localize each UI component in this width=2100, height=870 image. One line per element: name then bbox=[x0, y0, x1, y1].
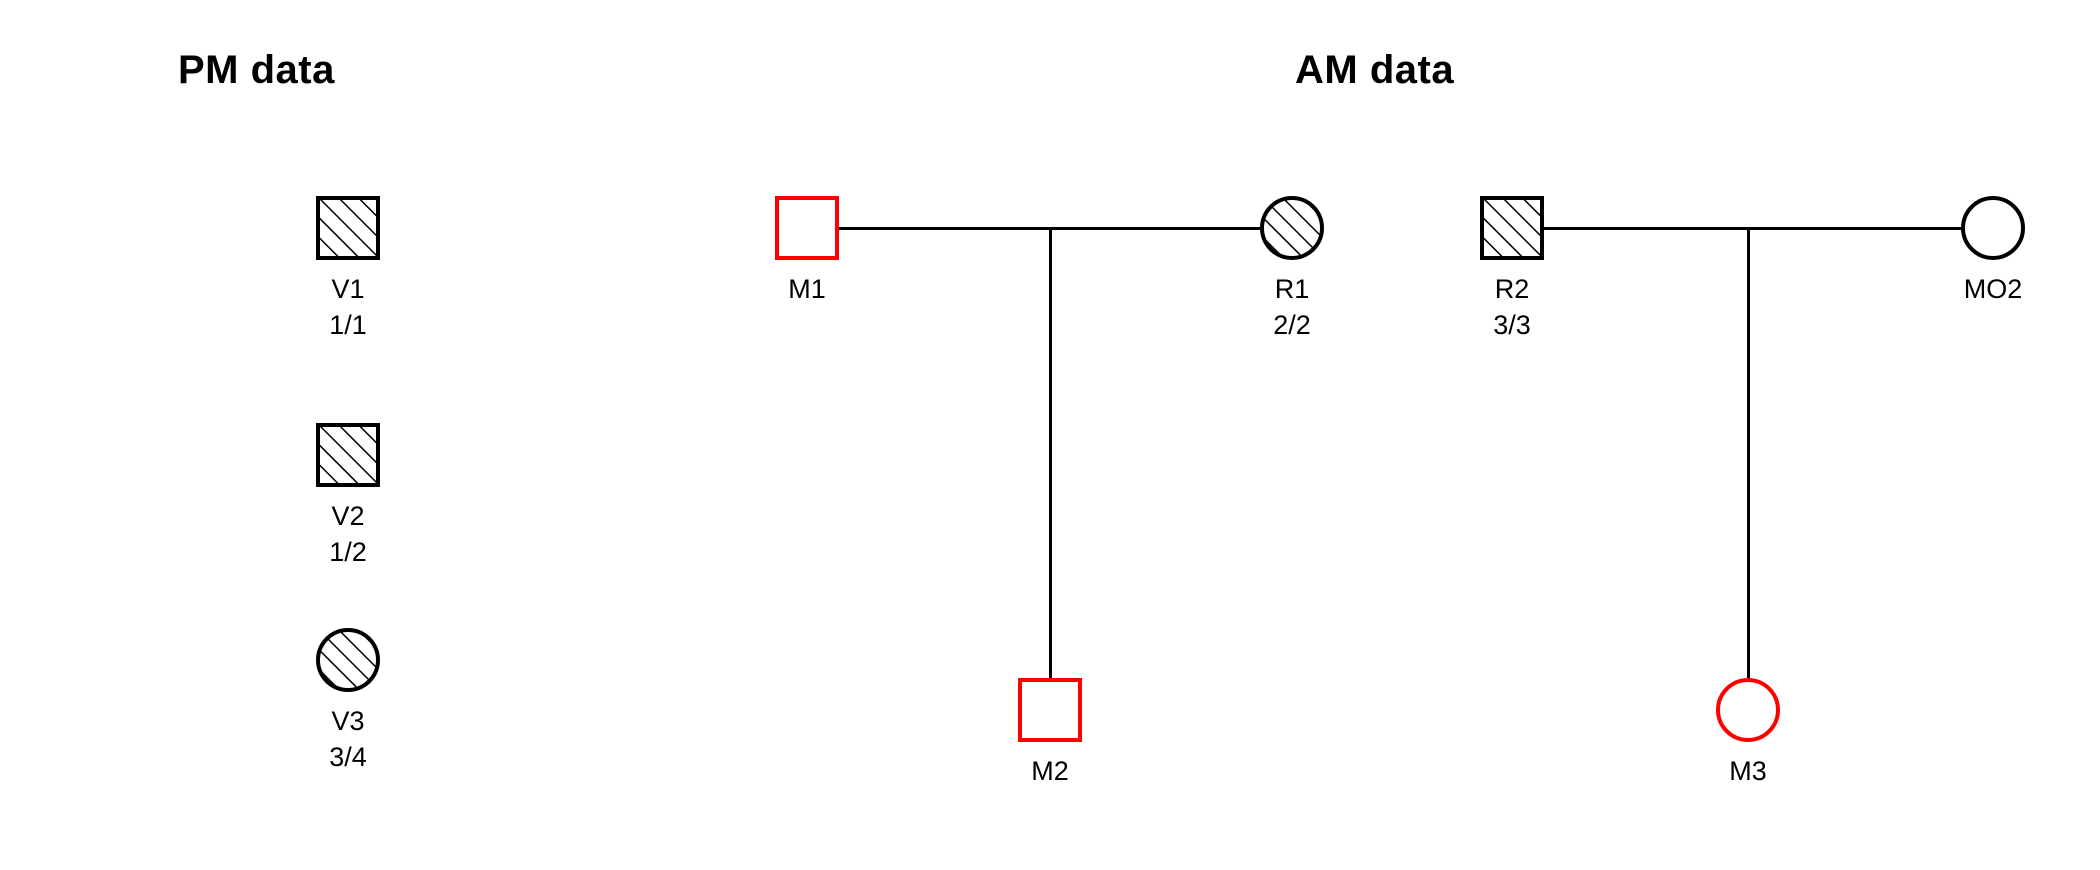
pedigree-label-v1: V1 bbox=[331, 274, 365, 304]
pedigree-genotype-r1: 2/2 bbox=[1273, 310, 1311, 340]
pedigree-label-m2: M2 bbox=[1031, 756, 1069, 786]
pedigree-label-m3: M3 bbox=[1729, 756, 1767, 786]
pedigree-symbol-m3[interactable] bbox=[1716, 678, 1780, 742]
pedigree-label-r2: R2 bbox=[1494, 274, 1530, 304]
pedigree-genotype-v2: 1/2 bbox=[329, 537, 367, 567]
panel-title-pm-data: PM data bbox=[178, 48, 335, 92]
pedigree-label-v2: V2 bbox=[331, 501, 365, 531]
descent-line-family1 bbox=[1049, 227, 1052, 679]
pedigree-label-r1: R1 bbox=[1274, 274, 1310, 304]
pedigree-genotype-r2: 3/3 bbox=[1493, 310, 1531, 340]
pedigree-label-v3: V3 bbox=[331, 706, 365, 736]
pedigree-symbol-r1[interactable] bbox=[1260, 196, 1324, 260]
pedigree-symbol-v1[interactable] bbox=[316, 196, 380, 260]
pedigree-genotype-v3: 3/4 bbox=[329, 742, 367, 772]
pedigree-symbol-mo2[interactable] bbox=[1961, 196, 2025, 260]
descent-line-family2 bbox=[1747, 227, 1750, 679]
mating-line-family2 bbox=[1544, 227, 1963, 230]
pedigree-symbol-v3[interactable] bbox=[316, 628, 380, 692]
pedigree-label-m1: M1 bbox=[788, 274, 826, 304]
pedigree-symbol-m1[interactable] bbox=[775, 196, 839, 260]
pedigree-symbol-r2[interactable] bbox=[1480, 196, 1544, 260]
panel-title-am-data: AM data bbox=[1295, 48, 1455, 92]
pedigree-label-mo2: MO2 bbox=[1963, 274, 2023, 304]
pedigree-genotype-v1: 1/1 bbox=[329, 310, 367, 340]
pedigree-symbol-v2[interactable] bbox=[316, 423, 380, 487]
pedigree-symbol-m2[interactable] bbox=[1018, 678, 1082, 742]
